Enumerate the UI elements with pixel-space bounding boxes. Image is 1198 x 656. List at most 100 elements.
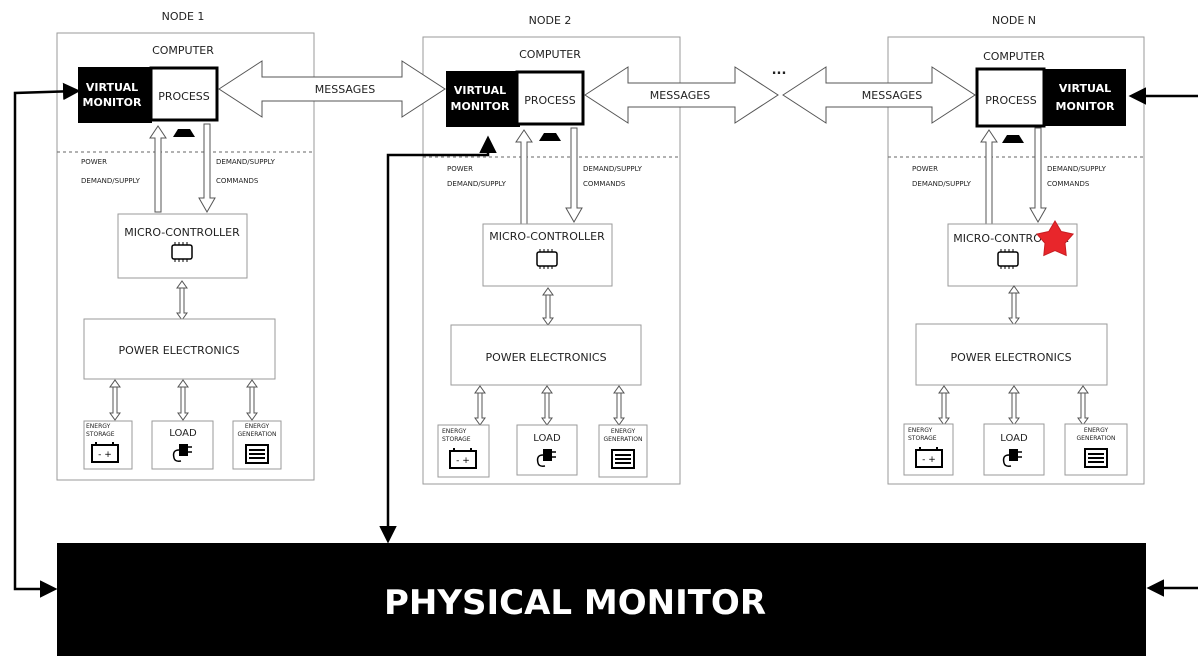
microcontroller-box	[117, 213, 248, 279]
power-electronics-label: POWER ELECTRONICS	[950, 351, 1071, 364]
node-1: NODE 1 COMPUTER VIRTUAL MONITOR PROCESS …	[56, 10, 315, 481]
commands-label-line2: COMMANDS	[216, 177, 259, 185]
computer-label: COMPUTER	[152, 44, 214, 57]
svg-text:- +: - +	[456, 456, 470, 466]
commands-label-line2: COMMANDS	[1047, 180, 1090, 188]
power-electronics-box	[915, 323, 1108, 386]
microcontroller-label: MICRO-CONTROLLER	[489, 230, 605, 243]
process-box	[149, 66, 219, 122]
energy-storage-line1: ENERGY	[86, 423, 111, 430]
energy-storage-line1: ENERGY	[908, 427, 933, 434]
monitor-icon	[173, 129, 195, 137]
process-label: PROCESS	[158, 90, 210, 103]
process-label: PROCESS	[985, 94, 1037, 107]
power-label-line2: DEMAND/SUPPLY	[447, 180, 507, 188]
link-node1	[13, 82, 81, 598]
generation-arrow	[1077, 385, 1089, 426]
messages-label: MESSAGES	[315, 83, 375, 96]
commands-label-line1: DEMAND/SUPPLY	[216, 158, 276, 166]
monitor-icon	[1002, 135, 1024, 143]
energy-storage-line1: ENERGY	[442, 428, 467, 435]
power-arrow	[149, 125, 167, 213]
commands-arrow	[565, 127, 583, 224]
power-electronics-label: POWER ELECTRONICS	[118, 344, 239, 357]
energy-generation-line2: GENERATION	[604, 436, 643, 443]
coil-icon	[1084, 448, 1108, 468]
mcu-pe-arrow	[542, 287, 554, 326]
commands-arrow	[1029, 127, 1047, 224]
mcu-pe-arrow	[1008, 285, 1020, 326]
process-box	[515, 70, 585, 126]
virtual-monitor-label-line1: VIRTUAL	[454, 84, 506, 97]
commands-label-line2: COMMANDS	[583, 180, 626, 188]
node-title: NODE N	[992, 14, 1036, 27]
physical-monitor-links	[13, 82, 1198, 598]
computer-label: COMPUTER	[983, 50, 1045, 63]
microchip-icon	[536, 249, 558, 269]
node-title: NODE 1	[162, 10, 205, 23]
process-label: PROCESS	[524, 94, 576, 107]
load-label: LOAD	[533, 433, 561, 444]
messages-label: MESSAGES	[650, 89, 710, 102]
commands-label-line1: DEMAND/SUPPLY	[583, 165, 643, 173]
power-label-line1: POWER	[81, 158, 107, 166]
virtual-monitor-label-line2: MONITOR	[83, 96, 142, 109]
microcontroller-label: MICRO-CONTROLLER	[124, 226, 240, 239]
plug-icon	[172, 444, 192, 462]
svg-text:- +: - +	[98, 450, 112, 460]
coil-icon	[611, 449, 635, 469]
power-electronics-label: POWER ELECTRONICS	[485, 351, 606, 364]
battery-icon: - +	[449, 448, 477, 469]
virtual-monitor-box	[446, 71, 520, 127]
node-n: NODE N COMPUTER PROCESS VIRTUAL MONITOR …	[887, 14, 1145, 485]
power-arrow	[515, 129, 533, 225]
virtual-monitor-label-line2: MONITOR	[1056, 100, 1115, 113]
load-arrow	[177, 379, 189, 421]
energy-generation-line1: ENERGY	[611, 428, 636, 435]
power-label-line1: POWER	[447, 165, 473, 173]
virtual-monitor-box	[1044, 69, 1126, 126]
svg-text:- +: - +	[922, 455, 936, 465]
load-arrow	[541, 385, 553, 426]
microchip-icon	[171, 242, 193, 262]
node-title: NODE 2	[529, 14, 572, 27]
message-arrow-prev-n: MESSAGES	[782, 66, 976, 124]
energy-storage-line2: STORAGE	[86, 431, 115, 438]
power-label-line1: POWER	[912, 165, 938, 173]
energy-generation-line2: GENERATION	[238, 431, 277, 438]
monitor-icon	[539, 133, 561, 141]
fault-star-icon	[1035, 220, 1075, 257]
power-label-line2: DEMAND/SUPPLY	[912, 180, 972, 188]
load-arrow	[1008, 385, 1020, 426]
plug-icon	[1002, 449, 1022, 467]
message-arrow-2-next: MESSAGES	[584, 66, 779, 124]
generation-arrow	[613, 385, 625, 426]
power-arrow	[980, 129, 998, 227]
load-label: LOAD	[1000, 433, 1028, 444]
energy-storage-line2: STORAGE	[908, 435, 937, 442]
mcu-pe-arrow	[176, 280, 188, 321]
messages-label: MESSAGES	[862, 89, 922, 102]
power-label-line2: DEMAND/SUPPLY	[81, 177, 141, 185]
energy-generation-line2: GENERATION	[1077, 435, 1116, 442]
power-electronics-box	[83, 318, 276, 380]
generation-arrow	[246, 379, 258, 421]
battery-icon: - +	[91, 442, 119, 463]
link-node2	[379, 135, 497, 544]
ellipsis: ...	[772, 63, 787, 78]
battery-icon: - +	[915, 447, 943, 468]
coil-icon	[245, 444, 269, 464]
plug-icon	[536, 449, 556, 467]
storage-arrow	[938, 385, 950, 426]
physical-monitor-box	[57, 543, 1146, 656]
load-label: LOAD	[169, 428, 197, 439]
physical-monitor-label: PHYSICAL MONITOR	[384, 583, 766, 623]
energy-generation-line1: ENERGY	[245, 423, 270, 430]
energy-generation-line1: ENERGY	[1084, 427, 1109, 434]
commands-label-line1: DEMAND/SUPPLY	[1047, 165, 1107, 173]
virtual-monitor-label-line1: VIRTUAL	[1059, 82, 1111, 95]
storage-arrow	[109, 379, 121, 421]
commands-arrow	[198, 123, 216, 214]
virtual-monitor-label-line2: MONITOR	[451, 100, 510, 113]
energy-storage-line2: STORAGE	[442, 436, 471, 443]
